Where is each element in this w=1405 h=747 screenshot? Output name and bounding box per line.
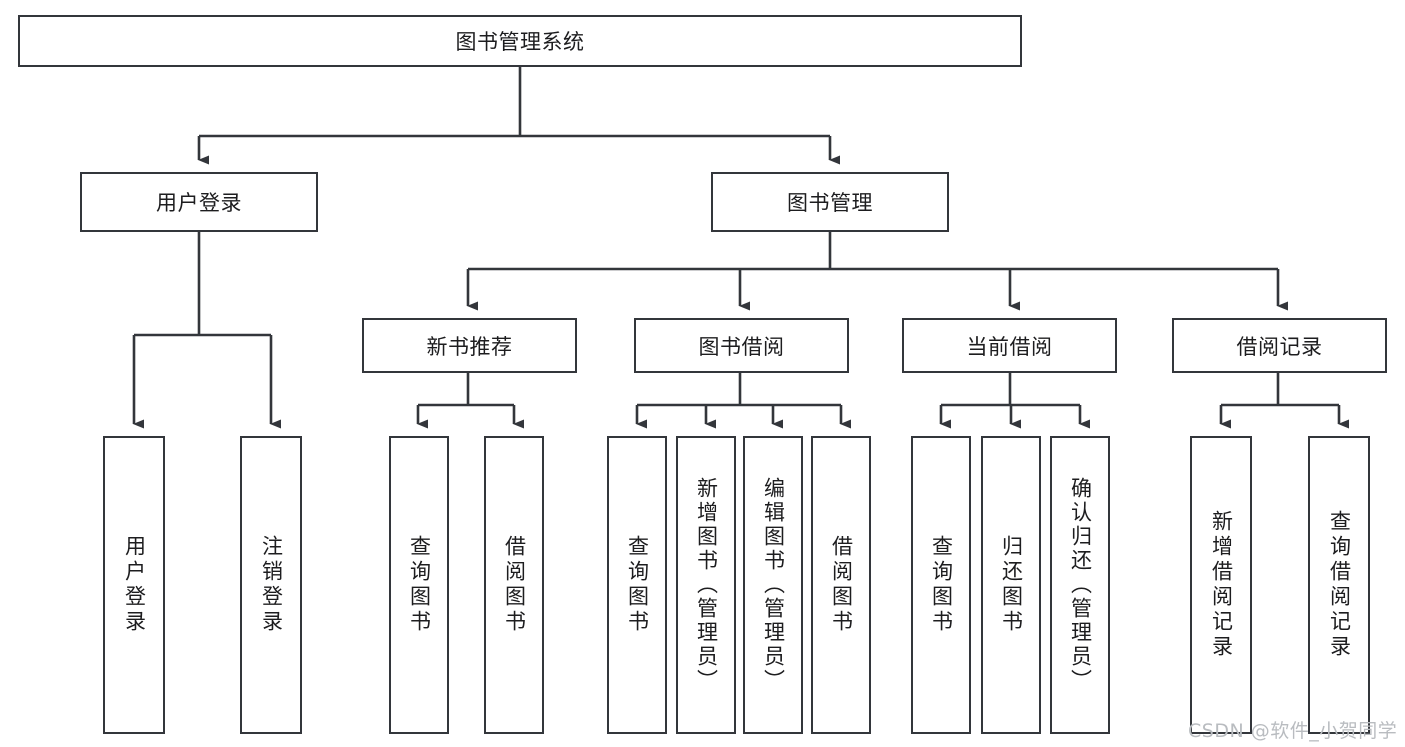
leaf-add-borrow-record[interactable]: 新增借阅记录 (1190, 436, 1252, 734)
leaf-add-book-admin[interactable]: 新增图书（管理员） (676, 436, 736, 734)
node-label: 图书管理 (787, 191, 873, 215)
node-label: 图书管理系统 (455, 30, 585, 54)
node-label: 用户登录 (122, 535, 147, 635)
leaf-user-login[interactable]: 用户登录 (103, 436, 165, 734)
node-borrow-record[interactable]: 借阅记录 (1172, 318, 1387, 373)
csdn-watermark: CSDN @软件_小贺同学 (1188, 720, 1398, 742)
node-label: 借阅图书 (829, 535, 854, 635)
leaf-user-logout[interactable]: 注销登录 (240, 436, 302, 734)
node-label: 用户登录 (156, 191, 242, 215)
node-label: 借阅记录 (1236, 334, 1323, 359)
leaf-query-book-recommend[interactable]: 查询图书 (389, 436, 449, 734)
leaf-return-book[interactable]: 归还图书 (981, 436, 1041, 734)
node-label: 查询图书 (407, 535, 432, 635)
node-book-borrow[interactable]: 图书借阅 (634, 318, 849, 373)
leaf-borrow-book[interactable]: 借阅图书 (811, 436, 871, 734)
node-label: 查询图书 (929, 535, 954, 635)
node-label: 确认归还（管理员） (1068, 477, 1093, 693)
node-label: 新增图书（管理员） (694, 477, 719, 693)
leaf-edit-book-admin[interactable]: 编辑图书（管理员） (743, 436, 803, 734)
node-label: 注销登录 (259, 535, 284, 635)
node-label: 查询图书 (625, 535, 650, 635)
node-label: 归还图书 (999, 535, 1024, 635)
node-label: 查询借阅记录 (1327, 510, 1352, 660)
leaf-query-borrow-record[interactable]: 查询借阅记录 (1308, 436, 1370, 734)
node-current-borrow[interactable]: 当前借阅 (902, 318, 1117, 373)
node-label: 图书借阅 (698, 334, 785, 359)
node-label: 当前借阅 (966, 334, 1053, 359)
node-label: 新增借阅记录 (1209, 510, 1234, 660)
node-user-login[interactable]: 用户登录 (80, 172, 318, 232)
node-label: 借阅图书 (502, 535, 527, 635)
leaf-query-book-current[interactable]: 查询图书 (911, 436, 971, 734)
node-root-system[interactable]: 图书管理系统 (18, 15, 1022, 67)
leaf-borrow-book-recommend[interactable]: 借阅图书 (484, 436, 544, 734)
leaf-confirm-return-admin[interactable]: 确认归还（管理员） (1050, 436, 1110, 734)
node-label: 新书推荐 (426, 334, 513, 359)
node-new-book-recommend[interactable]: 新书推荐 (362, 318, 577, 373)
leaf-query-book-borrow[interactable]: 查询图书 (607, 436, 667, 734)
node-label: 编辑图书（管理员） (761, 477, 786, 693)
node-book-management[interactable]: 图书管理 (711, 172, 949, 232)
